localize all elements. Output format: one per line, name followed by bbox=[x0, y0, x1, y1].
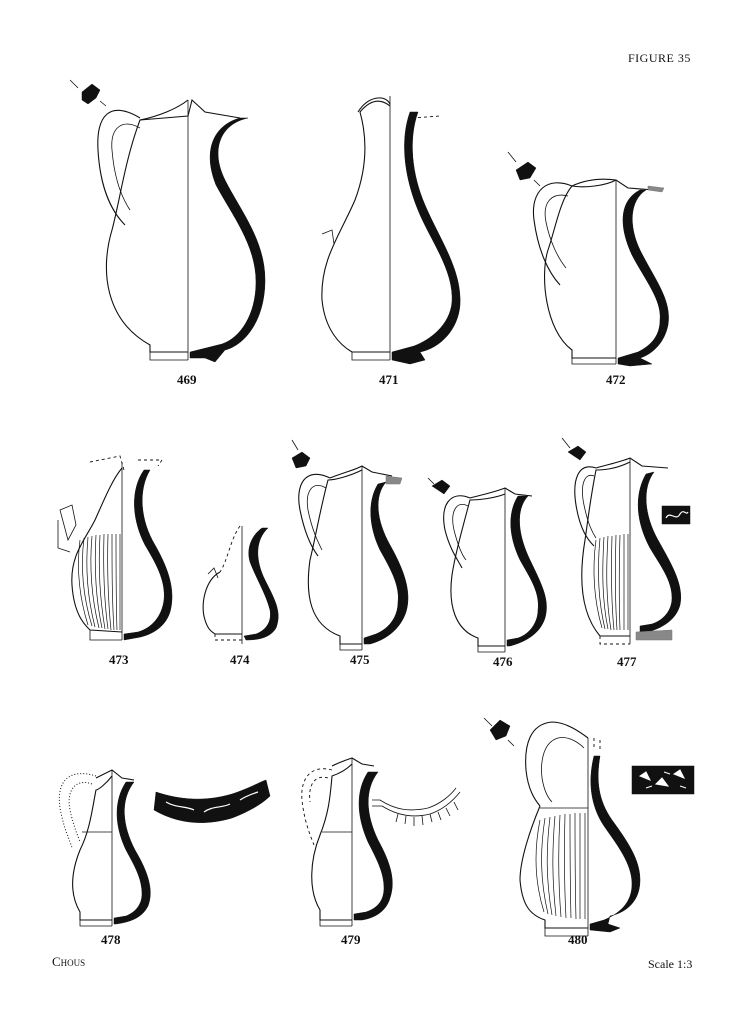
handle-section-icon bbox=[515, 161, 537, 181]
fluting-ribs bbox=[78, 533, 121, 631]
vessel-drawing-477: 477 bbox=[561, 437, 691, 669]
scale-label: Scale 1:3 bbox=[648, 957, 692, 971]
vessel-drawing-476: 476 bbox=[427, 477, 547, 669]
vessel-drawing-474: 474 bbox=[202, 525, 279, 667]
decoration-detail bbox=[661, 505, 691, 525]
vessel-drawing-479: 479 bbox=[301, 757, 461, 947]
vessel-label-478: 478 bbox=[101, 932, 121, 947]
handle-section-icon bbox=[489, 719, 511, 741]
vessel-label-476: 476 bbox=[493, 654, 513, 669]
handle-section-icon bbox=[567, 445, 587, 461]
vessel-drawing-475: 475 bbox=[291, 439, 409, 667]
vessel-label-473: 473 bbox=[109, 652, 129, 667]
vessel-label-475: 475 bbox=[350, 652, 370, 667]
vessel-drawing-473: 473 bbox=[57, 455, 173, 667]
fluting-ribs bbox=[535, 812, 586, 920]
vessel-label-469: 469 bbox=[177, 372, 197, 387]
vessel-label-471: 471 bbox=[379, 372, 399, 387]
decoration-detail bbox=[153, 779, 271, 823]
vessel-drawing-478: 478 bbox=[58, 769, 271, 947]
vessel-label-480: 480 bbox=[568, 932, 588, 947]
fluting-ribs bbox=[593, 533, 629, 631]
handle-section-icon bbox=[291, 451, 311, 469]
handle-section-icon bbox=[431, 479, 451, 495]
vessel-label-474: 474 bbox=[230, 652, 250, 667]
vessel-label-472: 472 bbox=[606, 372, 626, 387]
handle-section-icon bbox=[81, 83, 101, 105]
vessel-label-477: 477 bbox=[617, 654, 637, 669]
vessel-label-479: 479 bbox=[341, 932, 361, 947]
vessel-drawing-471: 471 bbox=[321, 96, 461, 387]
figure-title: FIGURE 35 bbox=[628, 51, 691, 65]
category-label: Chous bbox=[52, 954, 85, 969]
vessel-drawing-469: 469 bbox=[69, 79, 266, 387]
vessel-drawing-472: 472 bbox=[507, 151, 669, 387]
vessel-drawing-480: 480 bbox=[483, 717, 695, 947]
